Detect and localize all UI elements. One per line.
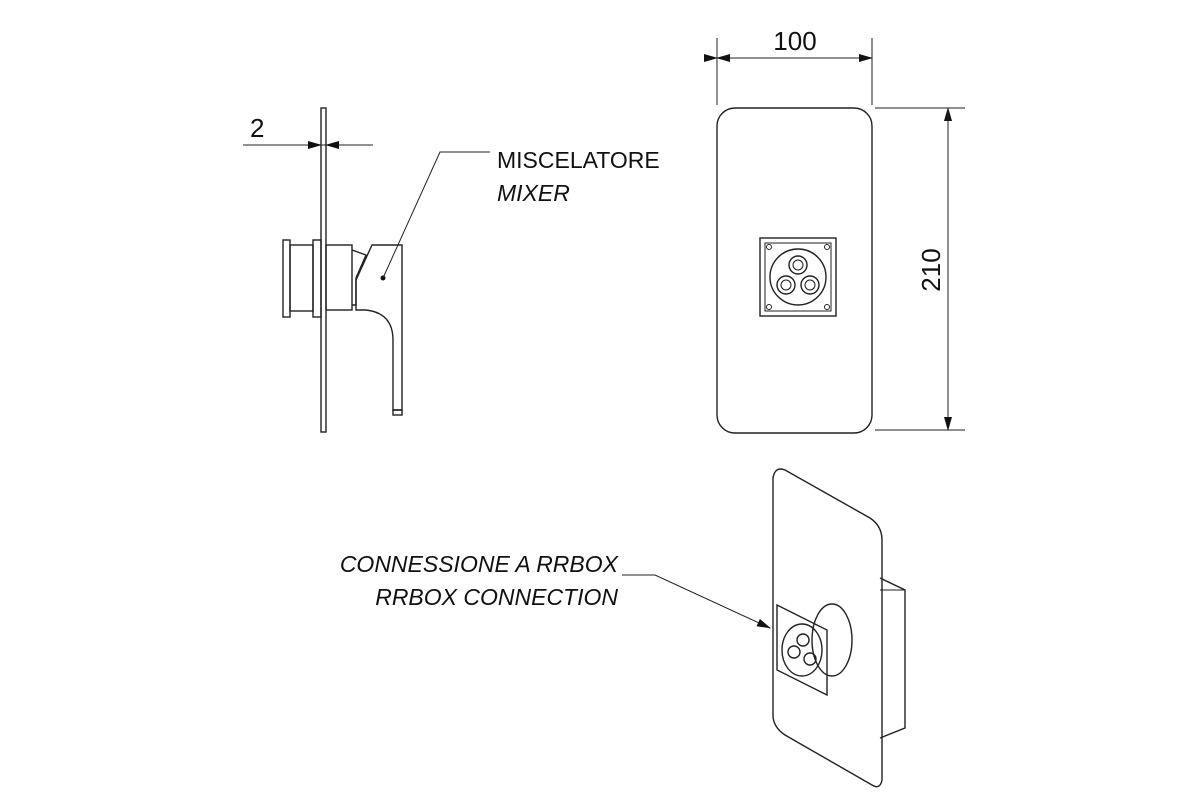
- mixer-lever: [355, 244, 403, 411]
- thickness-dimension: 2: [250, 113, 264, 143]
- rrbox-back: [879, 577, 906, 739]
- isometric-view: CONNESSIONE A RRBOX RRBOX CONNECTION: [340, 468, 906, 788]
- front-view: 100 210: [704, 26, 965, 434]
- cover-plate-side: [320, 107, 327, 433]
- flange-inner: [312, 239, 322, 318]
- cover-plate-iso: [772, 468, 883, 788]
- mixer-label-it: MISCELATORE: [497, 147, 660, 173]
- cartridge-body-iso: [811, 603, 853, 677]
- mixer-leader-line: [382, 151, 490, 279]
- cover-plate-front: [716, 107, 873, 434]
- connection-label-en: RRBOX CONNECTION: [375, 584, 618, 610]
- height-dimension: 210: [916, 248, 946, 291]
- connection-leader-line: [622, 574, 771, 629]
- body-sleeve: [289, 244, 314, 312]
- flange-outer: [282, 239, 291, 318]
- cartridge-wedge: [351, 249, 367, 306]
- connection-label-it: CONNESSIONE A RRBOX: [340, 551, 620, 577]
- width-dimension: 100: [773, 26, 816, 56]
- body: [325, 244, 353, 311]
- mixer-label-en: MIXER: [497, 180, 570, 206]
- cartridge-flange: [759, 237, 837, 317]
- cartridge: [769, 248, 827, 306]
- cartridge-flange-iso: [776, 603, 828, 697]
- side-view: 2 MISCELATORE MIXER: [243, 107, 660, 433]
